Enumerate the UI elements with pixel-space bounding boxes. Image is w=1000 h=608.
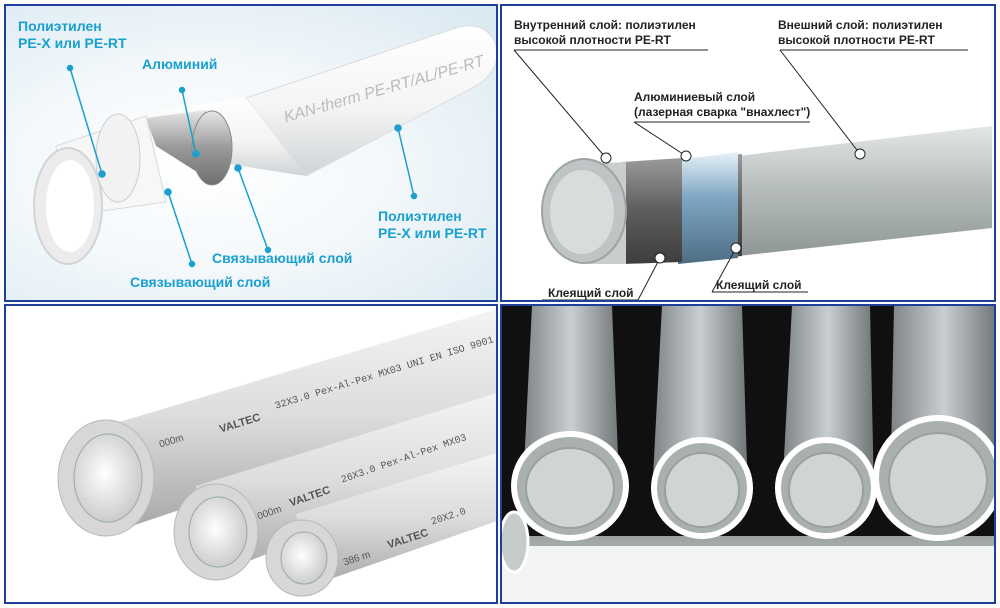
aluminium-layer <box>678 152 738 264</box>
bonding-layer-left-label: Связывающий слой <box>130 274 271 290</box>
valtec-pipes-drawing <box>57 309 496 597</box>
aluminium-ring <box>191 110 233 186</box>
outer-layer-body <box>245 25 496 177</box>
pipe-bore <box>550 170 614 254</box>
pipe-illustration-white <box>33 25 496 268</box>
pipe-large-body <box>106 309 496 528</box>
pipe-large-bore <box>73 433 143 523</box>
outer-layer-label: Внешний слой: полиэтилен высокой плотнос… <box>778 18 943 47</box>
pipe-illustration-grey <box>513 49 992 300</box>
pipe-3-bore <box>788 452 864 528</box>
pipe-medium-body <box>196 393 496 574</box>
pipe-2-bore <box>664 452 740 528</box>
pipe-1-bore <box>525 447 615 529</box>
adhesive-layer-left <box>622 158 682 264</box>
panel-valtec-pipes-photo: 000m VALTEC 32X3.0 Pex-Al-Pex MX03 UNI E… <box>4 304 498 604</box>
panel-pipe-layers-grey: Внутренний слой: полиэтилен высокой плот… <box>500 4 996 302</box>
aluminium-layer-label: Алюминиевый слой (лазерная сварка "внахл… <box>634 90 811 119</box>
aluminium-label: Алюминий <box>142 56 218 72</box>
bonding-layer-right-label: Связывающий слой <box>212 250 353 266</box>
pipe-medium-bore <box>188 496 248 568</box>
pipe-4-bore <box>888 432 988 528</box>
panel-pipe-ends-photo <box>500 304 996 604</box>
floor-highlight <box>502 546 994 602</box>
adhesive-layer-left-label: Клеящий слой <box>548 286 634 300</box>
outer-layer-body <box>738 126 992 256</box>
outer-layer-label: Полиэтилен PE-X или PE-RT <box>18 18 127 51</box>
inner-layer-label: Полиэтилен PE-X или PE-RT <box>378 208 487 241</box>
pipe-small-bore <box>280 531 328 585</box>
pipe-bore <box>46 160 94 252</box>
inner-layer-label: Внутренний слой: полиэтилен высокой плот… <box>514 18 696 47</box>
pipe-small-body <box>296 453 496 586</box>
bonding-ring <box>95 113 141 203</box>
pipe-0-edge <box>502 510 530 574</box>
pipe-ends-drawing <box>502 306 994 602</box>
panel-pipe-layers-white: Полиэтилен PE-X или PE-RT Алюминий Связы… <box>4 4 498 302</box>
adhesive-layer-right-label: Клеящий слой <box>716 278 802 292</box>
